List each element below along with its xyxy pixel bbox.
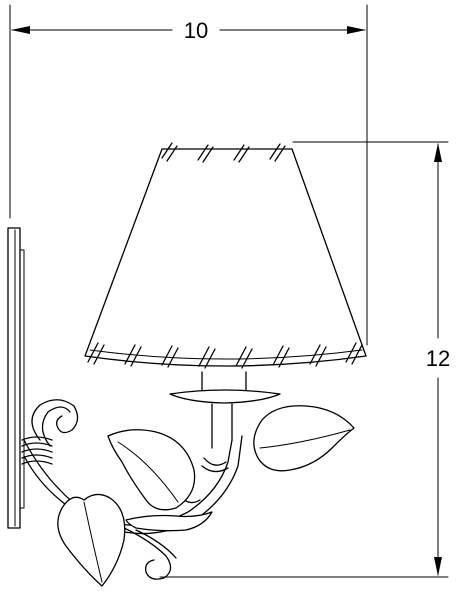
width-dimension-label: 10 [184,18,208,43]
wall-plate [7,227,25,529]
width-arrow-right [347,26,366,34]
leaf-bottom-left [57,493,126,587]
leaves [57,405,355,587]
lamp-shade [84,142,367,369]
height-arrow-bottom [434,557,442,576]
width-dimension: 10 [9,4,368,346]
width-arrow-left [11,26,30,34]
scroll-arm [21,399,243,580]
height-dimension-label: 12 [426,346,450,371]
shade-top-lacing [161,142,286,163]
height-dimension: 12 [159,141,450,578]
leaf-right [253,405,355,472]
shade-bottom-lacing [87,342,363,369]
height-arrow-top [434,143,442,162]
socket [169,371,281,449]
arm-binding [21,436,53,465]
leaf-small-lower [125,511,213,532]
